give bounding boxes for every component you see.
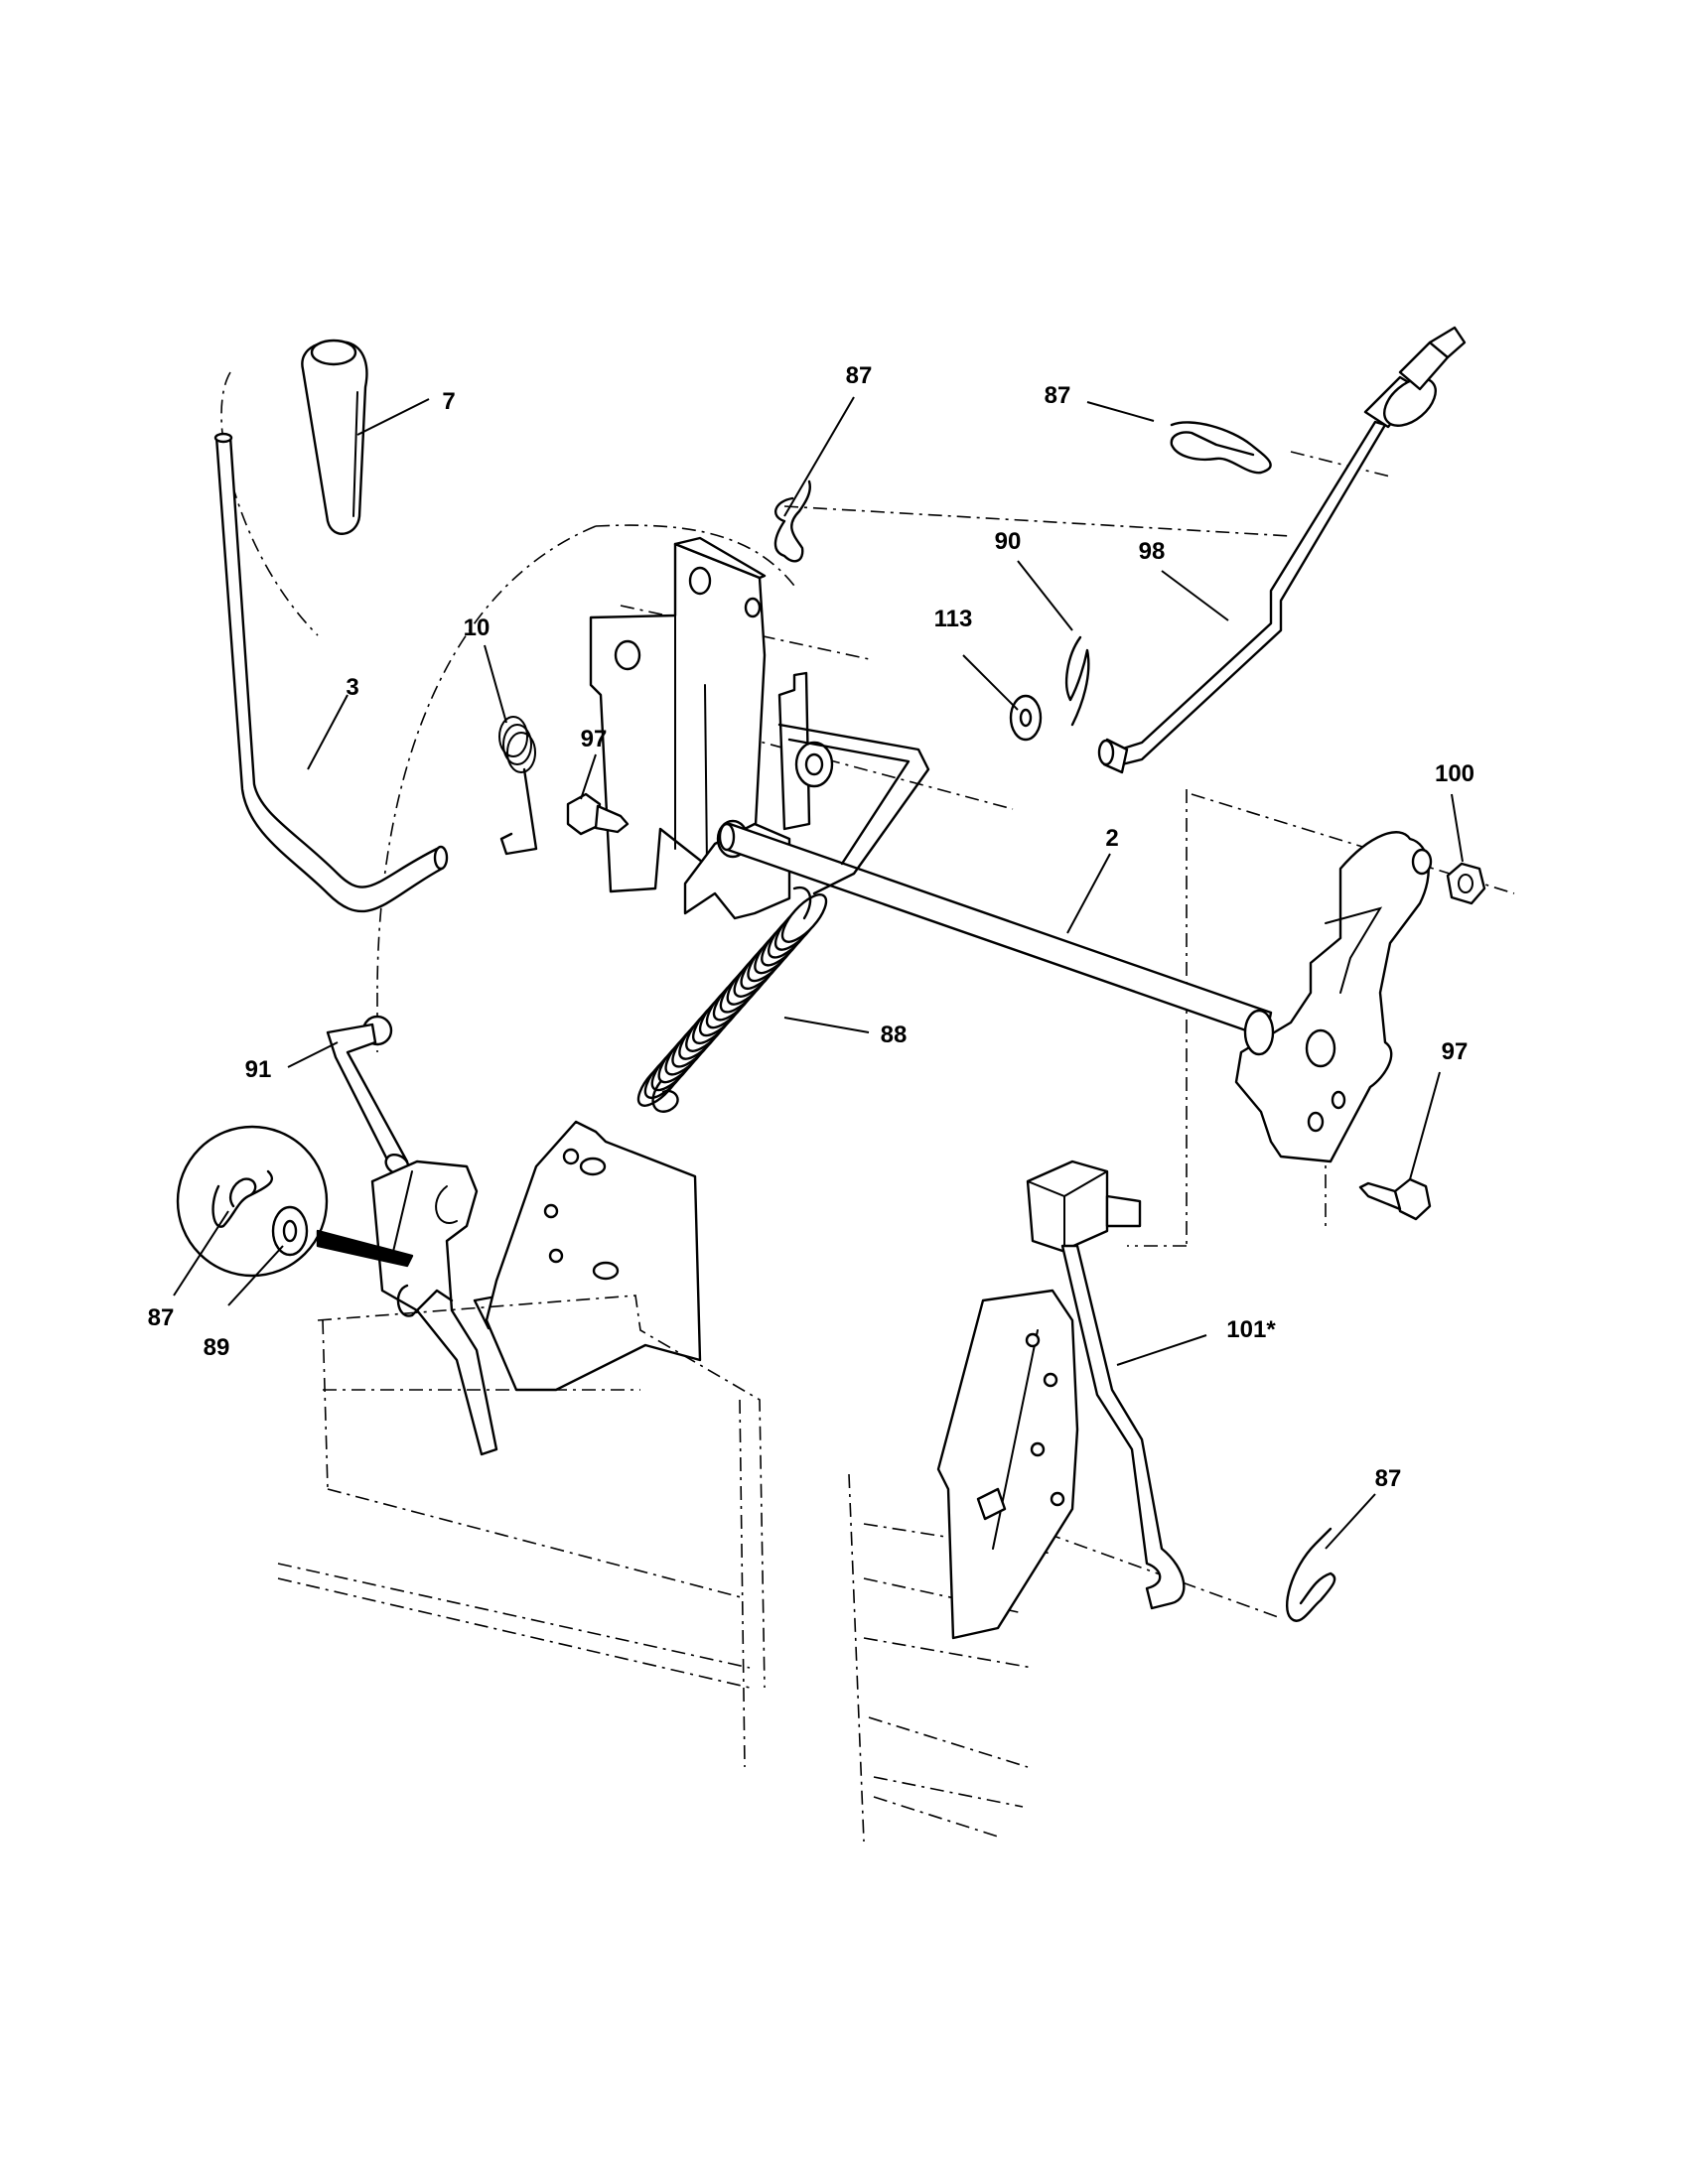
wire-link	[777, 723, 930, 895]
callout-3: 3	[346, 674, 358, 701]
callout-7: 7	[442, 388, 455, 415]
callout-87-top: 87	[846, 362, 873, 389]
hairpin-clip-part-90	[1064, 635, 1090, 727]
bolt-part-97-lower	[1358, 1177, 1432, 1221]
callout-97-lower: 97	[1442, 1038, 1469, 1065]
deck-outline-left	[277, 1295, 766, 1768]
spring-hook-upper	[792, 886, 812, 920]
adjust-rod-part-98	[1097, 326, 1467, 774]
washer-part-113	[1009, 694, 1043, 742]
height-adjust-bracket	[1234, 831, 1433, 1163]
callout-113: 113	[934, 606, 973, 632]
extension-spring-part-88	[636, 886, 828, 1113]
callout-87-lower-right: 87	[1375, 1465, 1402, 1492]
deck-plate-right	[936, 1289, 1079, 1640]
grip-handle-part-7	[301, 339, 368, 535]
deck-plate-left	[485, 1120, 702, 1392]
callout-87-upper-right: 87	[1045, 382, 1071, 409]
hex-nut-part-100	[1446, 862, 1486, 905]
callout-labels: 7 3 10 97 87 87 90 98 113 100 2 88 91 97…	[148, 362, 1474, 1492]
leader-lines	[173, 396, 1464, 1550]
lift-handle-rod-part-3	[213, 432, 449, 913]
link-rod-part-91	[326, 1015, 410, 1176]
detail-inset	[176, 1125, 414, 1278]
callout-97-upper: 97	[581, 726, 608, 752]
bolt-part-97-upper	[566, 792, 630, 836]
hairpin-clip-part-87-lower-right	[1286, 1527, 1336, 1622]
callout-88: 88	[881, 1022, 908, 1048]
callout-10: 10	[464, 614, 491, 641]
hairpin-clip-part-87-top	[773, 479, 811, 563]
hairpin-clip-part-87-upper-right	[1170, 421, 1272, 475]
callout-91: 91	[245, 1056, 272, 1083]
spring-hook-lower	[651, 1080, 679, 1113]
callout-100: 100	[1435, 760, 1474, 787]
callout-2: 2	[1105, 825, 1118, 852]
torsion-spring-part-10	[498, 716, 538, 856]
callout-90: 90	[995, 528, 1022, 555]
callout-89: 89	[204, 1334, 230, 1361]
callout-101: 101*	[1226, 1316, 1276, 1343]
lift-link-part-101	[1026, 1160, 1186, 1610]
callout-87-inset: 87	[148, 1304, 175, 1331]
callout-98: 98	[1139, 538, 1166, 565]
